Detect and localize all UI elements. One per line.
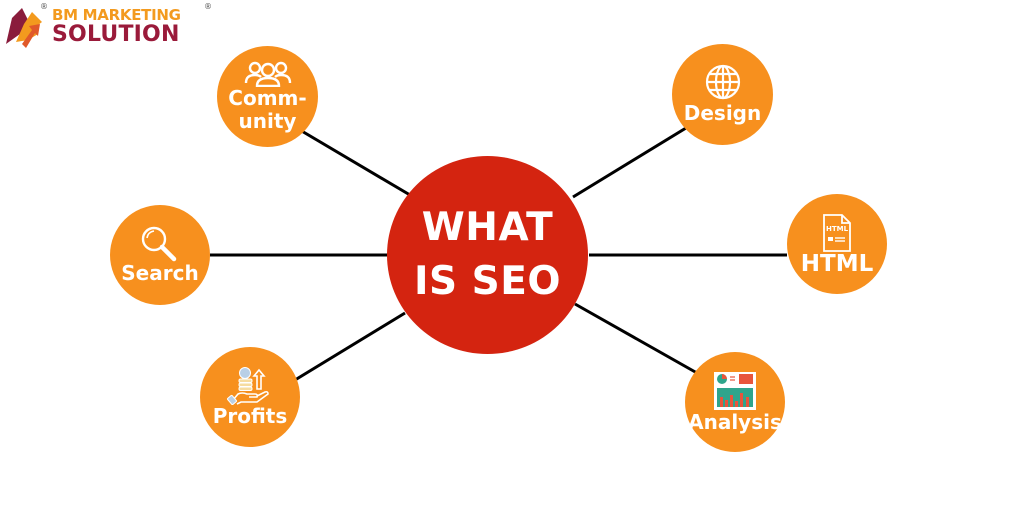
node-analysis: Analysis [685,352,785,452]
logo-mark-icon [6,8,42,48]
node-label: HTML [800,250,874,277]
node-label-line-1: Comm- [228,85,307,110]
logo-line-1: BM MARKETING [52,6,181,24]
center-title-line-1: WHAT [421,205,554,250]
center-title-line-2: IS SEO [413,259,562,304]
coins-hand-icon [227,366,269,405]
node-profits: Profits [200,347,300,447]
registered-mark: ® [40,2,48,11]
node-label: Search [121,260,199,285]
connector-design [572,126,687,199]
node-search: Search [110,205,210,305]
html-document-icon: HTML [823,213,851,252]
logo-line-2: SOLUTION [52,22,180,47]
registered-mark: ® [204,2,212,11]
connector-analysis [574,302,698,375]
node-label: Profits [212,403,288,428]
connector-community [299,128,411,197]
globe-icon [705,64,740,100]
node-html: HTML HTML [787,194,887,294]
people-icon [244,61,291,87]
node-label: Analysis [688,409,782,434]
connector-profits [294,311,406,382]
node-community: Comm- unity [217,46,318,147]
brand-logo: ® BM MARKETING ® SOLUTION [2,2,217,50]
node-label: Design [683,101,762,125]
html-icon-text: HTML [826,225,849,233]
node-design: Design [672,44,773,145]
center-node-what-is-seo: WHAT IS SEO [387,156,588,354]
analytics-dashboard-icon [714,371,756,410]
node-label-line-2: unity [238,108,297,133]
magnifier-icon [141,226,177,261]
